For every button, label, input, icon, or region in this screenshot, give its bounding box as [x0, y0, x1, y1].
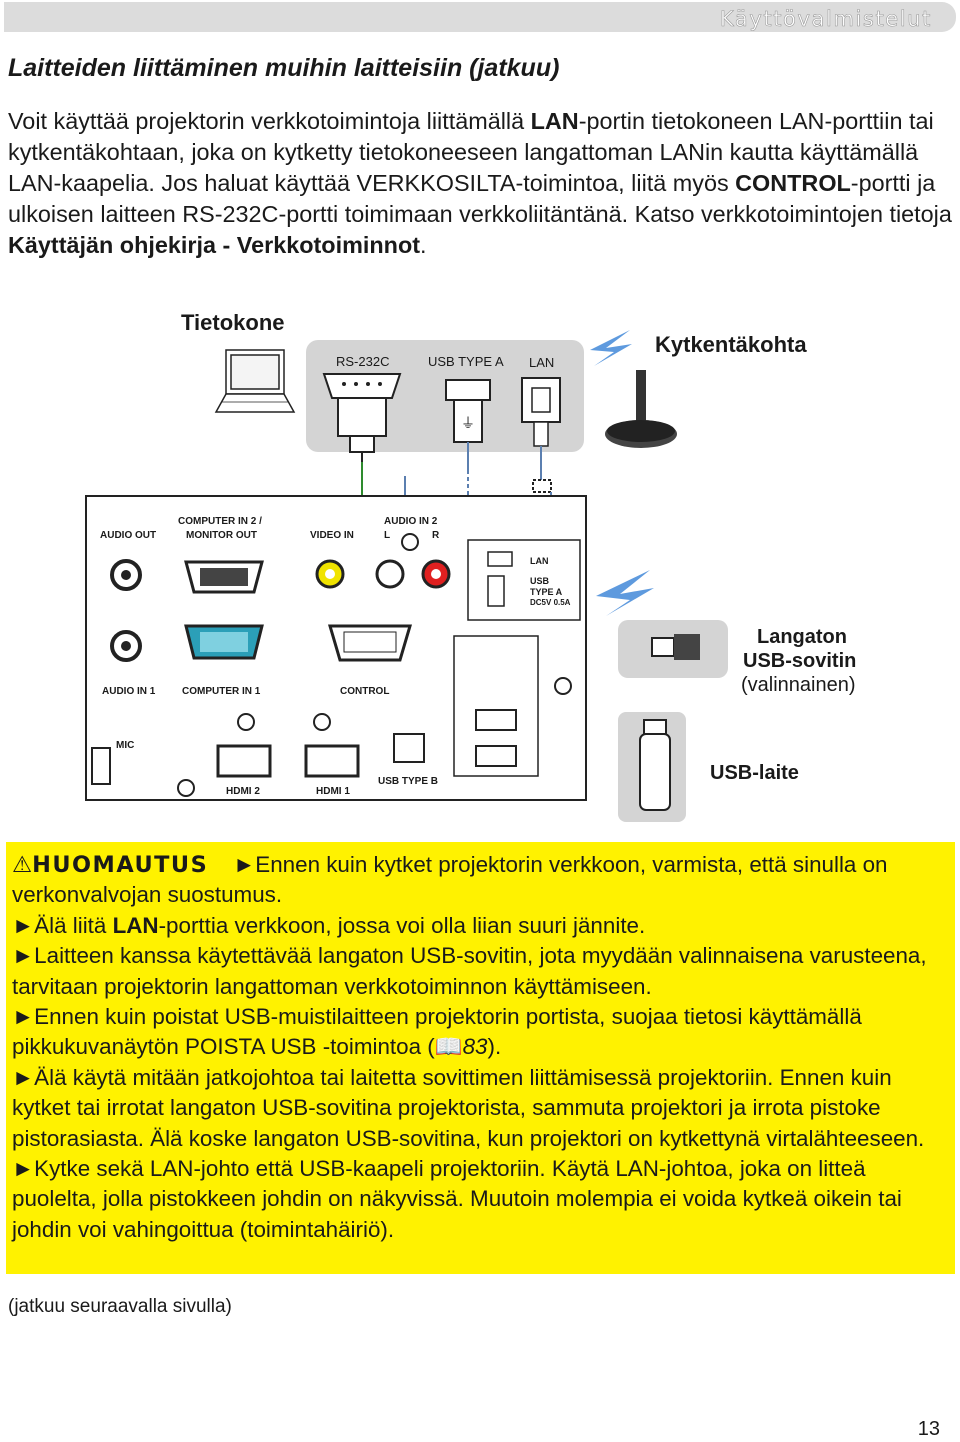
audio-in1-label: AUDIO IN 1	[102, 686, 156, 697]
section-header: Käyttövalmistelut	[719, 7, 932, 32]
usb-type-b-port-icon	[393, 733, 425, 763]
page-reference[interactable]: 83	[462, 1034, 488, 1060]
computer-in1-label: COMPUTER IN 1	[182, 686, 261, 697]
access-point-label: Kytkentäkohta	[655, 332, 807, 357]
access-point-icon	[605, 370, 677, 448]
caution-paragraph-4: ►Ennen kuin poistat USB-muistilaitteen p…	[12, 1004, 862, 1060]
panel-type-a-label: TYPE A	[530, 587, 563, 597]
rs232c-port-label: RS-232C	[336, 354, 390, 369]
usb-device-label: USB-laite	[710, 762, 799, 784]
book-icon: 📖	[434, 1034, 463, 1060]
header-bar: Käyttövalmistelut	[4, 2, 956, 32]
usb-device-icon	[618, 712, 686, 822]
control-label: CONTROL	[340, 686, 390, 697]
caution-paragraph-6: ►Kytke sekä LAN-johto että USB-kaapeli p…	[12, 1156, 902, 1242]
audio-out-label: AUDIO OUT	[100, 530, 157, 541]
screw-icon	[177, 677, 572, 797]
computer-in2-port-icon	[184, 560, 264, 594]
intro-paragraph: Voit käyttää projektorin verkkotoimintoj…	[8, 108, 952, 258]
wireless-usb-adapter-icon	[618, 620, 728, 678]
caution-box: ⚠HUOMAUTUS ►Ennen kuin kytket projektori…	[6, 842, 955, 1274]
wireless-signal-icon	[590, 330, 632, 366]
monitor-out-label: MONITOR OUT	[186, 530, 257, 541]
rs232c-connector-icon	[322, 373, 402, 462]
usb-type-a-port-label: USB TYPE A	[428, 354, 504, 369]
mic-jack-icon	[91, 747, 111, 785]
svg-text:⏚: ⏚	[461, 415, 475, 431]
computer-in2-label: COMPUTER IN 2 /	[178, 516, 262, 527]
hdmi2-label: HDMI 2	[226, 786, 260, 797]
audio-l-label: L	[384, 530, 391, 541]
connection-diagram: ⏚	[0, 300, 960, 840]
panel-usb-label: USB	[530, 576, 550, 586]
adapter-label-3: (valinnainen)	[741, 674, 856, 696]
caution-paragraph-1: ⚠HUOMAUTUS ►Ennen kuin kytket projektori…	[12, 852, 888, 908]
connection-diagram-graphic: ⏚	[85, 330, 728, 822]
lan-port-label: LAN	[529, 355, 555, 370]
page-number: 13	[917, 1418, 940, 1440]
hdmi1-label: HDMI 1	[316, 786, 350, 797]
adapter-label-2: USB-sovitin	[743, 650, 857, 672]
control-port-icon	[327, 624, 413, 662]
caution-heading: HUOMAUTUS	[32, 852, 209, 878]
caution-paragraph-3: ►Laitteen kanssa käytettävää langaton US…	[12, 943, 927, 999]
usb-type-b-label: USB TYPE B	[378, 776, 439, 787]
audio-in2-jack-icon	[375, 533, 451, 589]
lan-plug-icon	[521, 377, 561, 447]
usb-a-plug-icon: ⏚	[445, 379, 491, 443]
panel-dc-rating-label: DC5V 0.5A	[530, 598, 571, 607]
audio-r-label: R	[432, 530, 440, 541]
mic-label: MIC	[116, 740, 135, 751]
audio-out-jack-icon	[110, 559, 142, 591]
usb-type-a-slot-icon	[475, 709, 517, 767]
wireless-signal-icon	[596, 570, 654, 616]
laptop-icon	[214, 349, 296, 413]
audio-in2-label: AUDIO IN 2	[384, 516, 438, 527]
caution-paragraph-5: ►Älä käytä mitään jatkojohtoa tai laitet…	[12, 1064, 925, 1151]
computer-in1-port-icon	[184, 624, 264, 660]
adapter-label-1: Langaton	[757, 626, 847, 648]
caution-paragraph-2: ►Älä liitä LAN-porttia verkkoon, jossa v…	[12, 912, 646, 938]
computer-label: Tietokone	[181, 310, 285, 335]
audio-in1-jack-icon	[110, 630, 142, 662]
panel-lan-label: LAN	[530, 556, 549, 566]
page-title: Laitteiden liittäminen muihin laitteisii…	[8, 54, 560, 82]
hdmi-port-icon	[216, 744, 360, 778]
lan-port-icon	[487, 551, 513, 607]
warning-triangle-icon: ⚠	[12, 852, 33, 877]
video-in-jack-icon	[315, 559, 345, 589]
video-in-label: VIDEO IN	[310, 530, 354, 541]
continued-note: (jatkuu seuraavalla sivulla)	[8, 1296, 232, 1317]
